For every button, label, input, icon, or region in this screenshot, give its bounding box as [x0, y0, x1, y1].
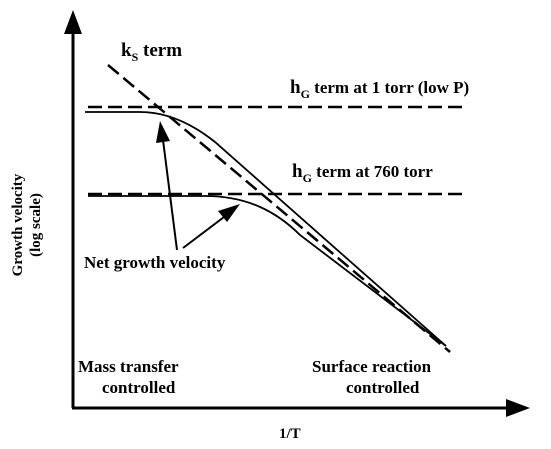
x-axis-arrowhead — [506, 399, 530, 417]
pointer-arrows — [156, 121, 240, 251]
dashed-lines — [88, 64, 462, 353]
pointer-arrow-lower — [182, 213, 229, 249]
net-growth-curves — [85, 111, 447, 347]
hg-760-torr-label: hG term at 760 torr — [292, 161, 433, 185]
pointer-arrowhead-upper — [156, 121, 170, 143]
ks-term-label: kS term — [121, 40, 182, 64]
mass-transfer-label-line2: controlled — [102, 378, 176, 397]
y-axis-label-line1: Growth velocity — [10, 173, 26, 276]
x-axis-label: 1/T — [279, 426, 301, 442]
axes — [64, 10, 530, 417]
y-axis-label: Growth velocity (log scale) — [10, 173, 44, 276]
ks-term-line — [107, 64, 451, 353]
surface-reaction-label-line1: Surface reaction — [312, 357, 432, 376]
surface-reaction-label-line2: controlled — [346, 378, 420, 397]
y-axis-label-line2: (log scale) — [28, 193, 44, 257]
mass-transfer-label-line1: Mass transfer — [78, 357, 179, 376]
pointer-arrow-upper — [162, 139, 178, 251]
pointer-arrowhead-lower — [218, 204, 240, 222]
y-axis-arrowhead — [64, 10, 82, 34]
net-curve-low-pressure — [85, 111, 447, 347]
net-growth-velocity-label: Net growth velocity — [84, 253, 226, 272]
net-curve-760-torr — [88, 195, 447, 347]
hg-low-pressure-label: hG term at 1 torr (low P) — [290, 77, 469, 101]
